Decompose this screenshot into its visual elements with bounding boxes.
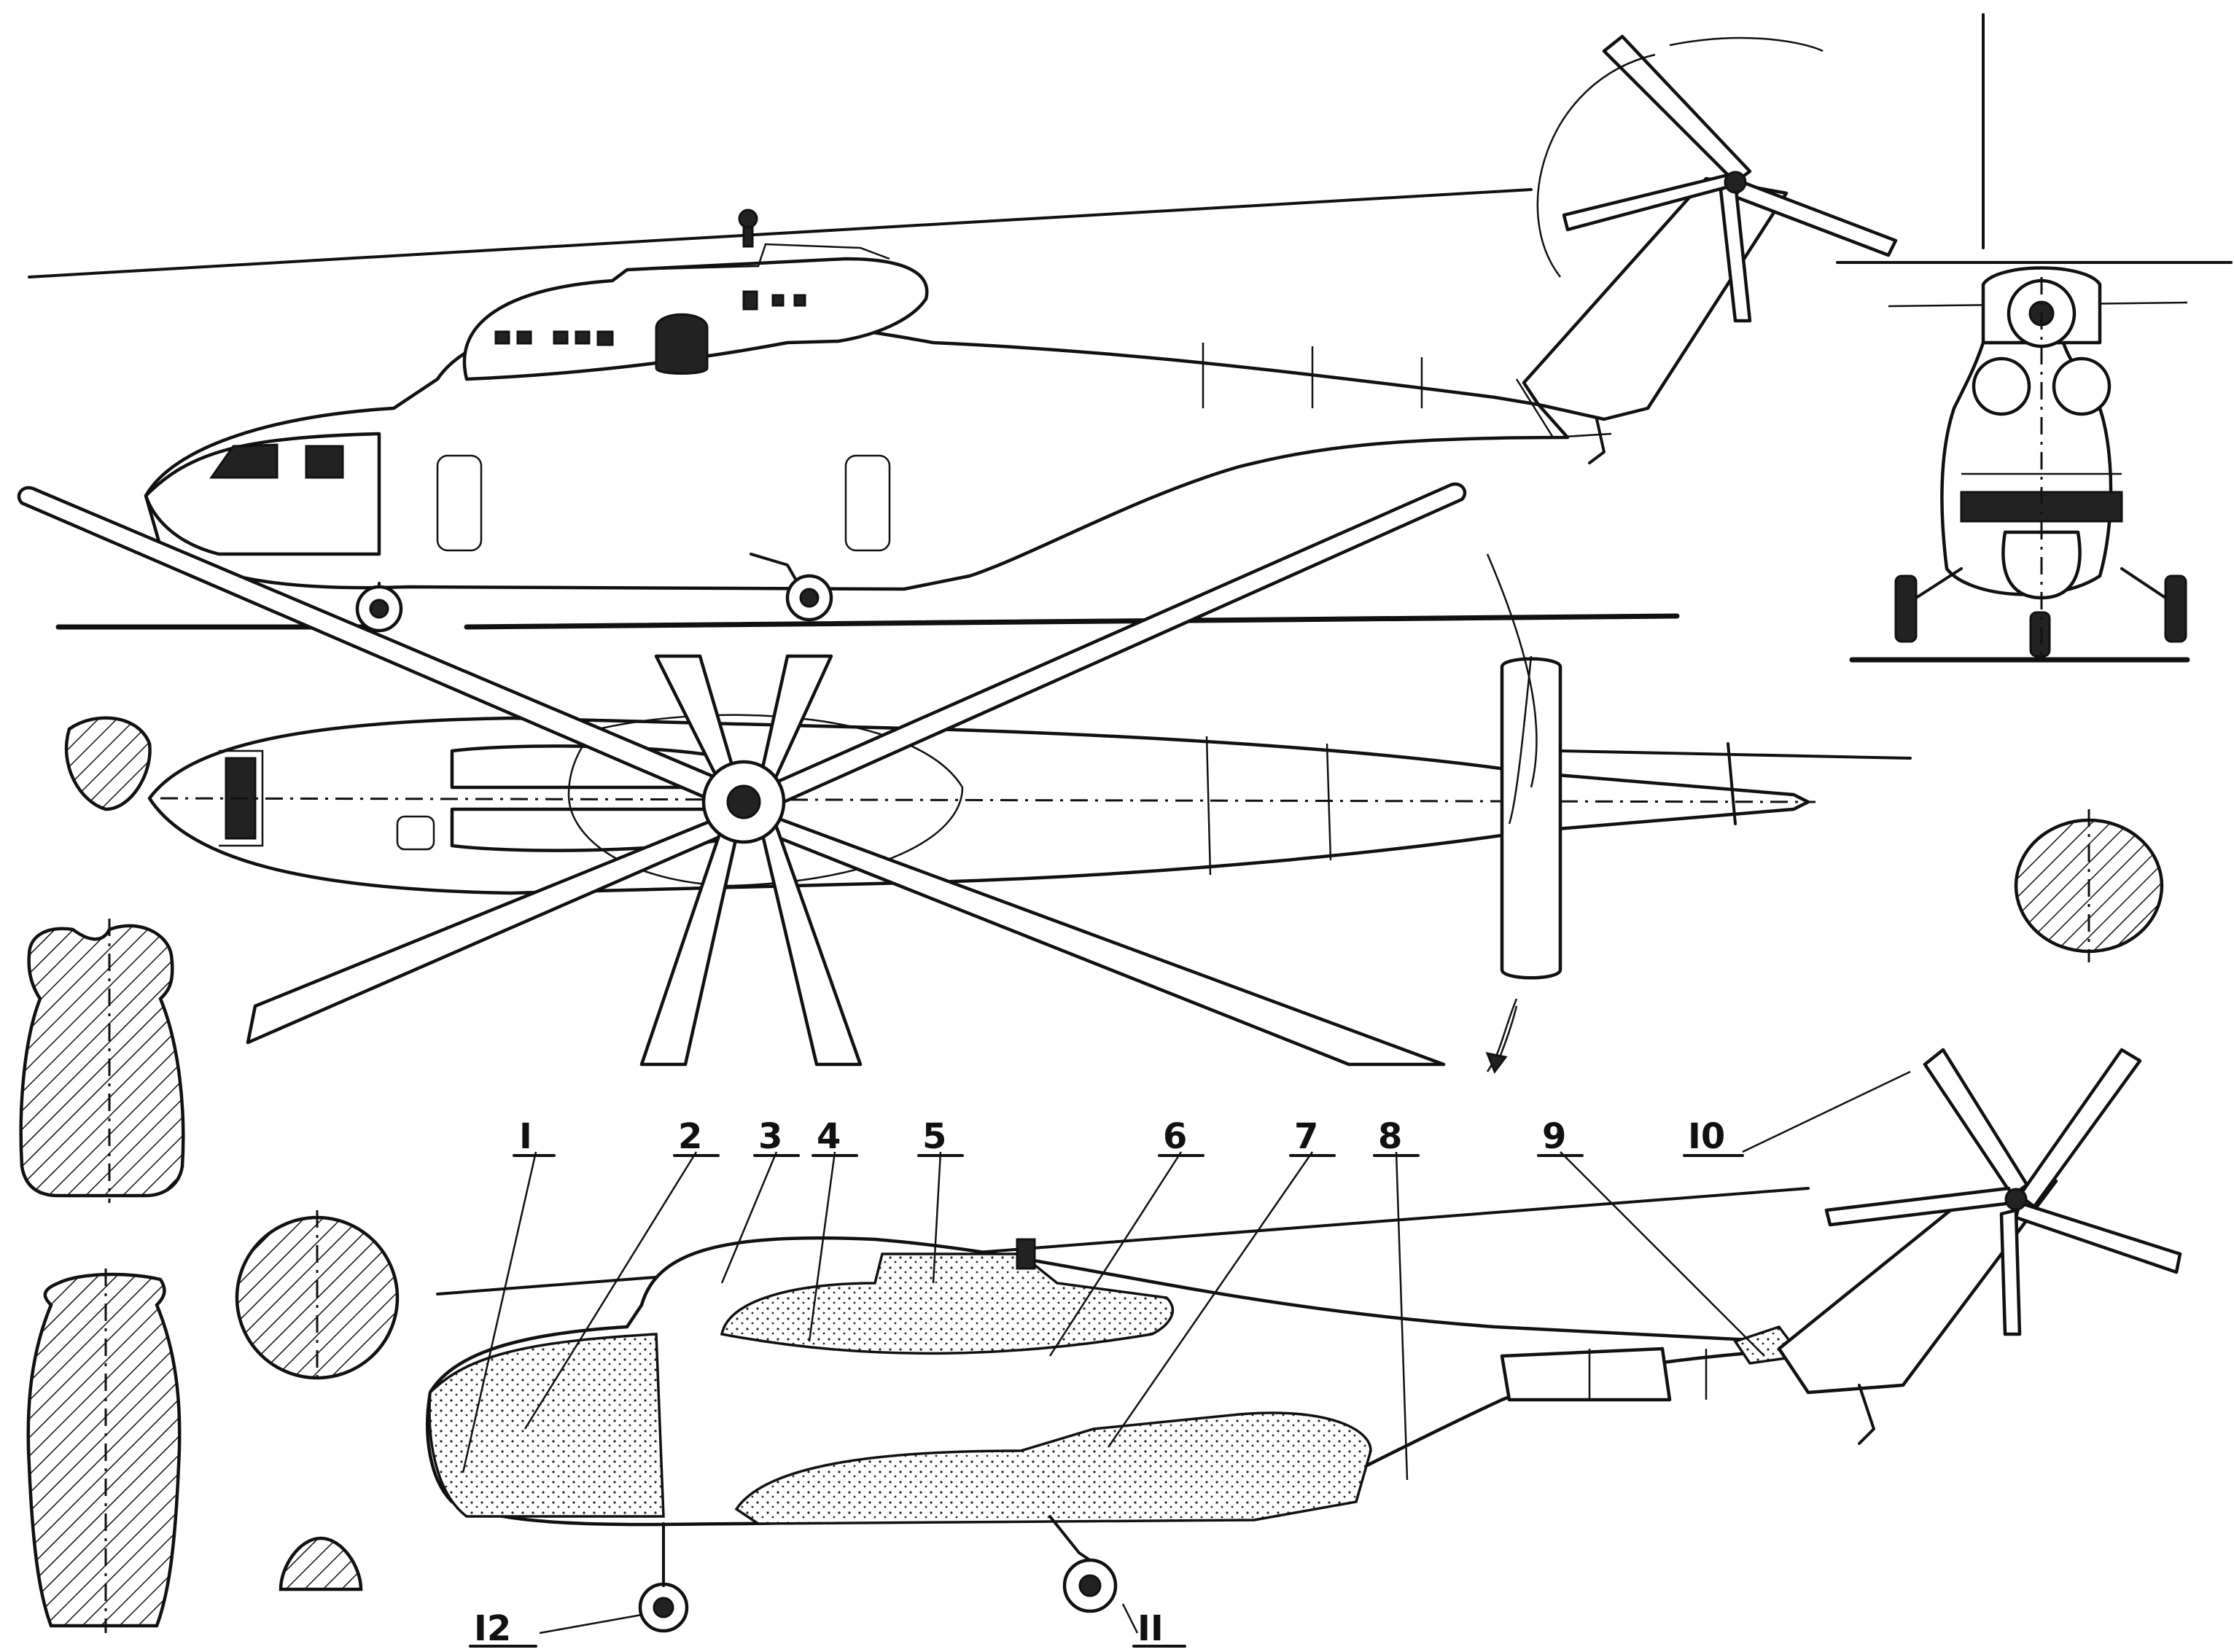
svg-text:I: I (519, 1116, 532, 1157)
rotor-hub-side (738, 209, 758, 229)
front-intake-left (1972, 356, 2031, 416)
section-mid-fuselage (26, 1272, 182, 1628)
side-door-front (436, 454, 483, 552)
side-door-rear (844, 454, 891, 552)
side-fuselage (144, 313, 1570, 591)
svg-text:7: 7 (1294, 1116, 1318, 1157)
view-transition-arc (1486, 553, 1538, 788)
tail-bumper (1588, 418, 1606, 464)
section-forward-fuselage (19, 924, 185, 1198)
section-nose-cone (64, 716, 152, 811)
svg-text:2: 2 (678, 1116, 702, 1157)
callout-9: 9 (1537, 1116, 1584, 1157)
front-landing-gear (1894, 567, 2187, 658)
svg-text:3: 3 (758, 1116, 782, 1157)
callout-10: I0 (1683, 1116, 1744, 1157)
svg-text:6: 6 (1163, 1116, 1187, 1157)
top-tail-rotor-blade (1559, 749, 1912, 760)
top-rotor-disk-fairing (567, 714, 964, 887)
side-landing-gear (355, 553, 833, 633)
front-view (1836, 13, 2233, 663)
cutaway-rotor-mast (1016, 1238, 1036, 1270)
side-tail-fin (1522, 176, 1789, 421)
svg-text:I2: I2 (474, 1608, 511, 1649)
top-stabilizer (1500, 657, 1562, 980)
callout-3: 3 (753, 1116, 800, 1157)
top-cockpit (219, 749, 264, 847)
svg-text:8: 8 (1378, 1116, 1402, 1157)
arrow-head-icon (1485, 1051, 1508, 1075)
side-view (28, 34, 1898, 633)
side-cockpit-windows (209, 443, 344, 479)
top-view (17, 482, 1912, 1072)
callout-8: 8 (1373, 1116, 1420, 1157)
svg-text:I0: I0 (1688, 1116, 1725, 1157)
cutaway-engine-section (720, 1252, 1174, 1355)
svg-text:4: 4 (817, 1116, 841, 1157)
svg-text:II: II (1137, 1608, 1164, 1649)
side-intake (655, 313, 709, 375)
section-tail-end (279, 1536, 363, 1591)
main-rotor-blade-side (28, 188, 1533, 278)
callout-6: 6 (1158, 1116, 1204, 1157)
callout-4: 4 (812, 1116, 858, 1157)
cutaway-cockpit-section (428, 1333, 665, 1518)
svg-text:5: 5 (922, 1116, 946, 1157)
cutaway-cargo-section (734, 1411, 1372, 1525)
cross-sections (19, 716, 2164, 1633)
callout-leaders (462, 1070, 1911, 1635)
callout-12: I2 (469, 1608, 537, 1649)
cutaway-tail-rotor (1824, 1048, 2182, 1336)
callout-2: 2 (673, 1116, 720, 1157)
cutaway-view (426, 1048, 2182, 1633)
callout-1: I (513, 1116, 556, 1157)
cutaway-tail-bumper (1858, 1384, 1875, 1445)
ground-line-right (464, 613, 1680, 630)
callout-labels: I 2 3 4 5 6 7 8 (469, 1116, 1744, 1649)
callout-7: 7 (1289, 1116, 1336, 1157)
cutaway-landing-gear (638, 1515, 1118, 1633)
side-stabilizer (1515, 378, 1612, 439)
side-portholes (494, 290, 806, 346)
front-intake-right (2052, 356, 2112, 416)
front-windshield (1960, 491, 2123, 523)
callout-11: II (1132, 1608, 1186, 1649)
cutaway-tail-fin (1777, 1179, 2058, 1395)
cutaway-tail-boom (1500, 1347, 1672, 1402)
svg-text:9: 9 (1542, 1116, 1566, 1157)
callout-5: 5 (917, 1116, 964, 1157)
side-tail-rotor (1536, 34, 1898, 323)
side-upper-fairing (612, 243, 890, 281)
